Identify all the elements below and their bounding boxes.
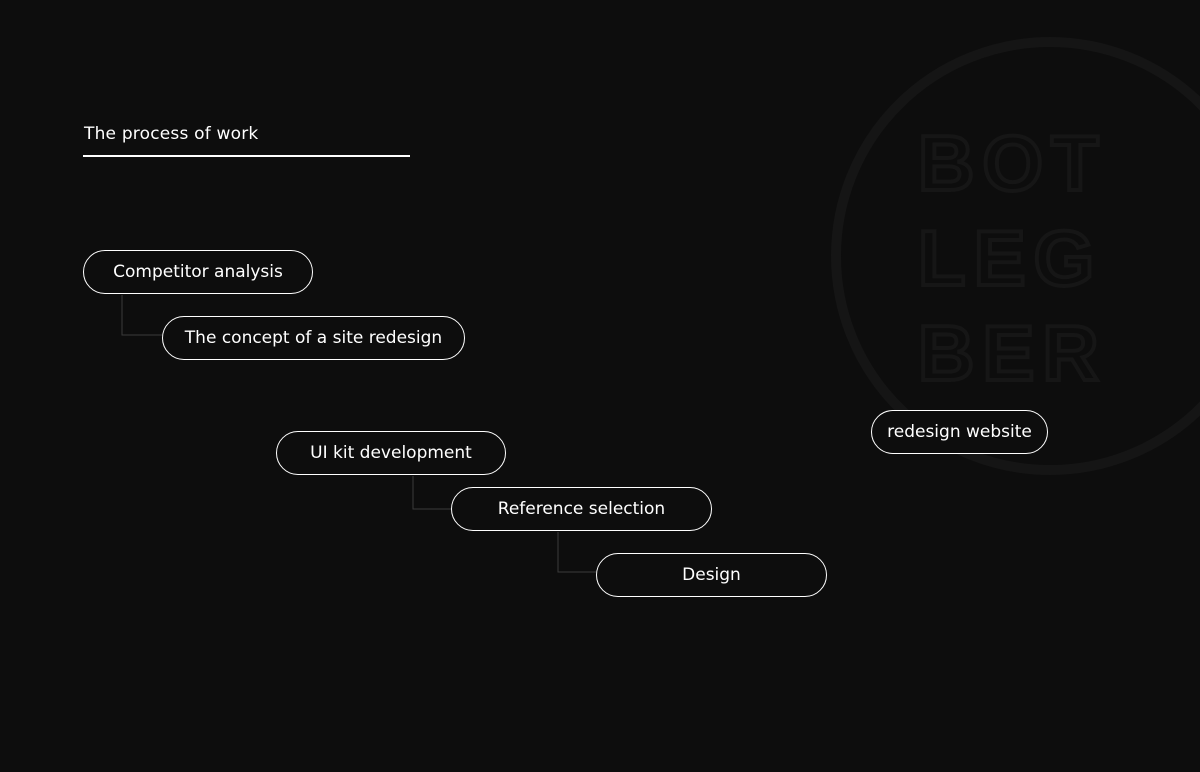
section-title: The process of work [84, 124, 259, 144]
watermark-line: LEG [918, 214, 1102, 302]
connector-line [412, 476, 452, 510]
step-design: Design [596, 553, 827, 597]
step-label: Reference selection [497, 499, 666, 519]
tag-label: redesign website [887, 422, 1032, 442]
step-competitor-analysis: Competitor analysis [83, 250, 313, 294]
step-label: UI kit development [310, 443, 472, 463]
watermark-line: BOT [918, 119, 1107, 207]
title-underline [83, 155, 410, 157]
step-reference-selection: Reference selection [451, 487, 712, 531]
step-ui-kit: UI kit development [276, 431, 506, 475]
watermark-line: BER [918, 309, 1107, 397]
step-label: Design [682, 565, 741, 585]
connector-line [557, 532, 597, 573]
step-site-concept: The concept of a site redesign [162, 316, 465, 360]
connector-line [121, 295, 163, 336]
step-label: Competitor analysis [113, 262, 283, 282]
step-label: The concept of a site redesign [184, 328, 443, 348]
redesign-website-tag: redesign website [871, 410, 1048, 454]
